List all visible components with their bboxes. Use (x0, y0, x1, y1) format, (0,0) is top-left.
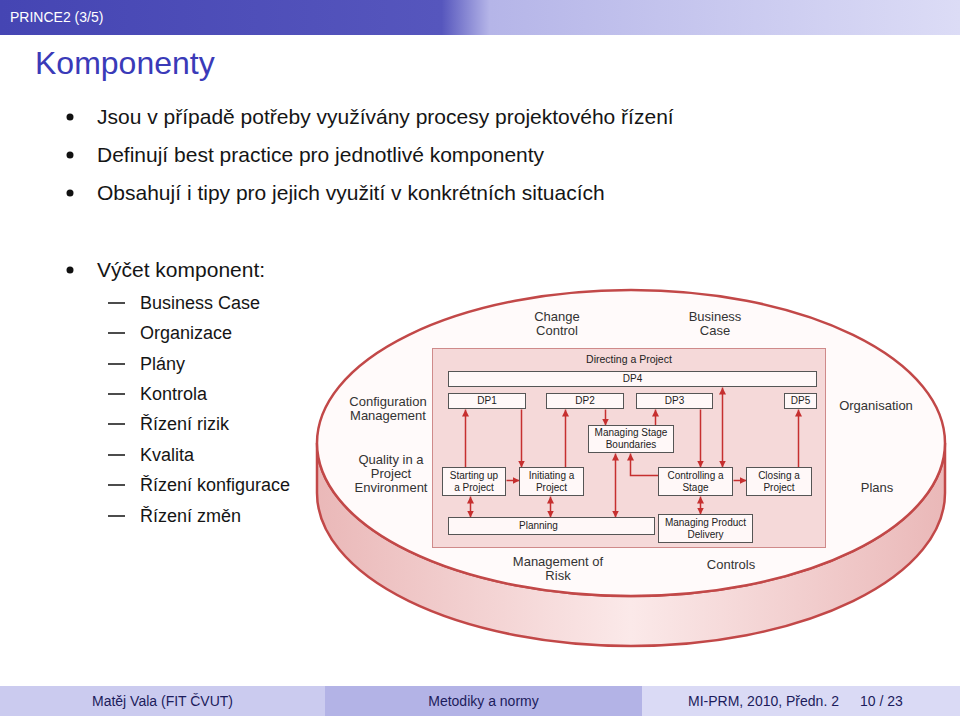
flow-arrow (733, 479, 746, 481)
process-model-title: Directing a Project (433, 353, 825, 365)
process-label: Managing Stage Boundaries (592, 427, 670, 451)
sub-bullet-text: Plány (140, 353, 185, 375)
footer-text: Metodiky a normy (325, 693, 642, 710)
flow-arrow (506, 479, 519, 481)
component-label: Business Case (680, 310, 750, 338)
slide-title: Komponenty (35, 44, 215, 82)
component-disk: Change Control Business CaseConfiguration… (312, 288, 950, 648)
process-label: Controlling a Stage (662, 470, 729, 494)
process-label: Initiating a Project (523, 470, 580, 494)
flow-arrow (520, 409, 522, 467)
flow-arrow (549, 496, 551, 517)
component-label: Organisation (836, 399, 916, 413)
footer-text: Matěj Vala (FIT ČVUT) (0, 693, 325, 710)
process-box: Controlling a Stage (658, 467, 733, 496)
flow-arrow (464, 409, 466, 467)
flow-arrow (564, 409, 566, 467)
sub-bullet-text: Kvalita (140, 444, 194, 466)
sub-bullet-text: Řízení změn (140, 505, 241, 527)
flow-arrow (699, 496, 701, 514)
bullet-text: Výčet komponent: (97, 257, 265, 283)
process-box: Closing a Project (746, 467, 812, 496)
process-label: DP3 (665, 395, 684, 407)
disk-top (317, 290, 945, 596)
process-label: DP5 (791, 395, 810, 407)
bullet-dot (67, 114, 74, 121)
footer-band: Metodiky a normy (325, 686, 642, 716)
flow-arrow (469, 496, 471, 517)
sub-bullet-text: Organizace (140, 322, 232, 344)
direction-bar: DP4 (448, 371, 817, 387)
process-label: DP2 (575, 395, 594, 407)
process-label: Starting up a Project (446, 470, 502, 494)
footer-text: 10 / 23 (860, 693, 903, 710)
flow-arrow (630, 453, 658, 475)
sub-bullet-text: Řízení konfigurace (140, 474, 290, 496)
bullet-text: Jsou v případě potřeby využívány procesy… (97, 104, 674, 130)
sub-bullet-text: Business Case (140, 292, 260, 314)
process-box: Managing Product Delivery (658, 514, 753, 543)
flow-arrow (604, 409, 606, 425)
footer-band: Matěj Vala (FIT ČVUT) (0, 686, 325, 716)
flow-arrow (699, 409, 701, 467)
component-label: Controls (696, 558, 766, 572)
sub-bullet-text: Kontrola (140, 383, 207, 405)
bullet-text: Obsahují i tipy pro jejich využití v kon… (97, 180, 605, 206)
process-label: Closing a Project (750, 470, 808, 494)
flow-arrow (797, 409, 799, 467)
component-label: Management of Risk (508, 555, 608, 583)
bullet-text: Definují best practice pro jednotlivé ko… (97, 142, 544, 168)
direction-box: DP1 (448, 393, 526, 409)
component-label: Quality in a Project Environment (349, 453, 433, 495)
header-band: PRINCE2 (3/5) (0, 0, 960, 35)
process-box: Managing Stage Boundaries (588, 425, 674, 453)
direction-box: DP3 (636, 393, 713, 409)
process-box: Starting up a Project (442, 467, 506, 496)
component-label: Plans (847, 481, 907, 495)
component-label: Change Control (522, 310, 592, 338)
process-label: Managing Product Delivery (662, 517, 749, 541)
bullet-dot (67, 267, 74, 274)
footer-band: MI-PRM, 2010, Předn. 2 10 / 23 (642, 686, 960, 716)
process-label: Planning (519, 520, 558, 532)
bullet-dot (67, 152, 74, 159)
component-label: Configuration Management (340, 395, 436, 423)
direction-box: DP5 (784, 393, 817, 409)
flow-arrow (654, 409, 656, 425)
process-label: DP4 (623, 373, 642, 385)
planning-bar: Planning (448, 517, 655, 535)
direction-box: DP2 (546, 393, 624, 409)
bullet-dot (67, 190, 74, 197)
process-model-box: Directing a ProjectDP4DP1 DP2 DP3 DP5Managi… (432, 348, 826, 548)
process-label: DP1 (477, 395, 496, 407)
sub-bullet-text: Řízení rizik (140, 413, 229, 435)
flow-arrow (614, 453, 616, 517)
sub-bullet-dashes (108, 303, 125, 516)
process-box: Initiating a Project (519, 467, 584, 496)
footer-text: MI-PRM, 2010, Předn. 2 (688, 693, 839, 710)
header-text: PRINCE2 (3/5) (10, 9, 103, 26)
flow-arrow (721, 387, 723, 467)
